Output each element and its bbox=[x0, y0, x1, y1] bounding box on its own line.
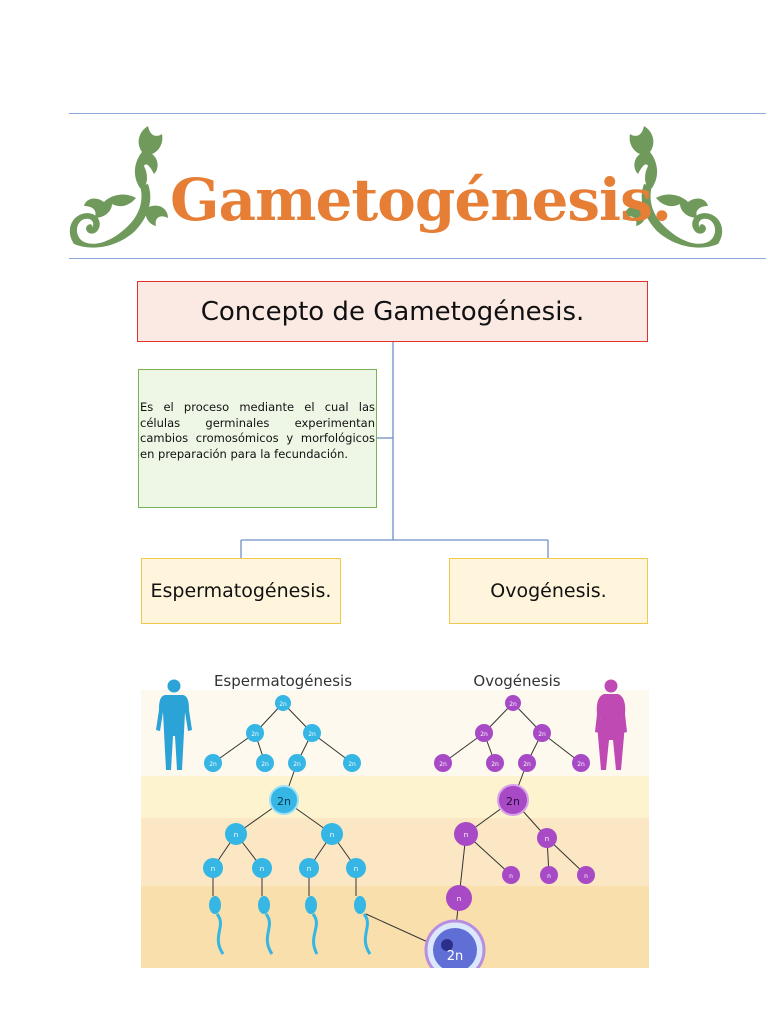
svg-text:n: n bbox=[211, 865, 215, 873]
spermatozoon-4-icon bbox=[354, 896, 372, 955]
definition-box: Es el proceso mediante el cual las célul… bbox=[138, 369, 377, 508]
egg-cell-layer: 2n 2n 2n 2n 2n 2n 2n 2n n n n n n n bbox=[434, 695, 595, 911]
svg-text:2n: 2n bbox=[480, 731, 488, 738]
sperm-cell-2n-l3c: 2n bbox=[288, 754, 306, 772]
sperm-cell-n-a: n bbox=[225, 823, 247, 845]
svg-text:2n: 2n bbox=[506, 795, 520, 808]
sperm-cell-2n-l2b: 2n bbox=[303, 724, 321, 742]
svg-text:2n: 2n bbox=[293, 761, 301, 768]
spermatozoon-3-icon bbox=[305, 896, 319, 955]
caption-oogenesis: Ovogénesis bbox=[473, 672, 560, 690]
svg-text:n: n bbox=[547, 873, 551, 880]
svg-text:n: n bbox=[464, 831, 468, 839]
egg-cell-2n-l3b: 2n bbox=[486, 754, 504, 772]
band-1 bbox=[141, 690, 649, 776]
svg-text:2n: 2n bbox=[577, 761, 585, 768]
svg-text:2n: 2n bbox=[491, 761, 499, 768]
egg-cell-n-e: n bbox=[577, 866, 595, 884]
egg-cell-2n-top: 2n bbox=[505, 695, 521, 711]
spermatozoon-1-icon bbox=[209, 896, 225, 955]
svg-text:2n: 2n bbox=[523, 761, 531, 768]
svg-text:n: n bbox=[584, 873, 588, 880]
svg-text:2n: 2n bbox=[348, 761, 356, 768]
concept-heading: Concepto de Gametogénesis. bbox=[200, 296, 585, 327]
svg-text:2n: 2n bbox=[538, 731, 546, 738]
sperm-cell-2n-l2a: 2n bbox=[246, 724, 264, 742]
egg-cell-n-b: n bbox=[537, 828, 557, 848]
egg-cell-2n-l3d: 2n bbox=[572, 754, 590, 772]
sperm-cell-n-f: n bbox=[346, 858, 366, 878]
svg-text:n: n bbox=[509, 873, 513, 880]
sperm-cell-2n-l3d: 2n bbox=[343, 754, 361, 772]
svg-text:2n: 2n bbox=[261, 761, 269, 768]
female-silhouette-icon bbox=[595, 679, 627, 770]
branch-oogenesis-label: Ovogénesis. bbox=[490, 580, 607, 602]
svg-text:2n: 2n bbox=[279, 701, 287, 708]
spermatozoa-layer bbox=[209, 896, 372, 955]
gametogenesis-illustration: Espermatogénesis Ovogénesis 2n 2n bbox=[141, 672, 649, 968]
egg-cell-2n-l2b: 2n bbox=[533, 724, 551, 742]
leaf-ornament-right-icon bbox=[624, 126, 723, 248]
sperm-cell-n-e: n bbox=[299, 858, 319, 878]
egg-cell-2n-l2a: 2n bbox=[475, 724, 493, 742]
band-3 bbox=[141, 818, 649, 886]
caption-spermatogenesis: Espermatogénesis bbox=[214, 672, 352, 690]
svg-text:n: n bbox=[545, 835, 549, 843]
egg-cell-n-d: n bbox=[540, 866, 558, 884]
zygote-label: 2n bbox=[447, 949, 464, 964]
egg-cell-n-f: n bbox=[446, 885, 472, 911]
sperm-cell-n-b: n bbox=[321, 823, 343, 845]
egg-cell-n-c: n bbox=[502, 866, 520, 884]
svg-text:2n: 2n bbox=[439, 761, 447, 768]
svg-text:n: n bbox=[330, 831, 334, 839]
svg-text:2n: 2n bbox=[509, 701, 517, 708]
egg-cell-2n-l3c: 2n bbox=[518, 754, 536, 772]
spermatozoon-2-icon bbox=[258, 896, 274, 955]
branch-spermatogenesis-box: Espermatogénesis. bbox=[141, 558, 341, 624]
branch-spermatogenesis-label: Espermatogénesis. bbox=[150, 580, 332, 602]
svg-text:n: n bbox=[260, 865, 264, 873]
concept-heading-box: Concepto de Gametogénesis. bbox=[137, 281, 648, 342]
sperm-cell-layer: 2n 2n 2n 2n 2n 2n 2n 2n n n n n n n bbox=[203, 695, 366, 878]
leaf-ornament-left-icon bbox=[69, 126, 168, 248]
sperm-cell-2n-top: 2n bbox=[275, 695, 291, 711]
egg-cell-2n-primary: 2n bbox=[497, 784, 529, 816]
svg-text:n: n bbox=[234, 831, 238, 839]
definition-text: Es el proceso mediante el cual las célul… bbox=[140, 400, 375, 461]
zygote-icon: 2n bbox=[424, 919, 486, 968]
svg-text:2n: 2n bbox=[308, 731, 316, 738]
svg-text:2n: 2n bbox=[277, 795, 291, 808]
diagram-connectors bbox=[240, 342, 549, 558]
svg-text:n: n bbox=[457, 895, 461, 903]
branch-oogenesis-box: Ovogénesis. bbox=[449, 558, 648, 624]
svg-text:2n: 2n bbox=[209, 761, 217, 768]
band-2 bbox=[141, 776, 649, 818]
egg-cell-n-a: n bbox=[454, 822, 478, 846]
bottom-divider bbox=[69, 258, 766, 259]
svg-text:n: n bbox=[307, 865, 311, 873]
svg-text:2n: 2n bbox=[251, 731, 259, 738]
sperm-cell-n-d: n bbox=[252, 858, 272, 878]
sperm-cell-2n-l3a: 2n bbox=[204, 754, 222, 772]
svg-text:n: n bbox=[354, 865, 358, 873]
male-silhouette-icon bbox=[156, 679, 192, 770]
sperm-cell-2n-l3b: 2n bbox=[256, 754, 274, 772]
sperm-cell-n-c: n bbox=[203, 858, 223, 878]
sperm-cell-2n-primary: 2n bbox=[269, 785, 299, 815]
top-divider bbox=[69, 113, 766, 114]
egg-cell-2n-l3a: 2n bbox=[434, 754, 452, 772]
page-title: Gametogénesis. bbox=[170, 166, 672, 234]
